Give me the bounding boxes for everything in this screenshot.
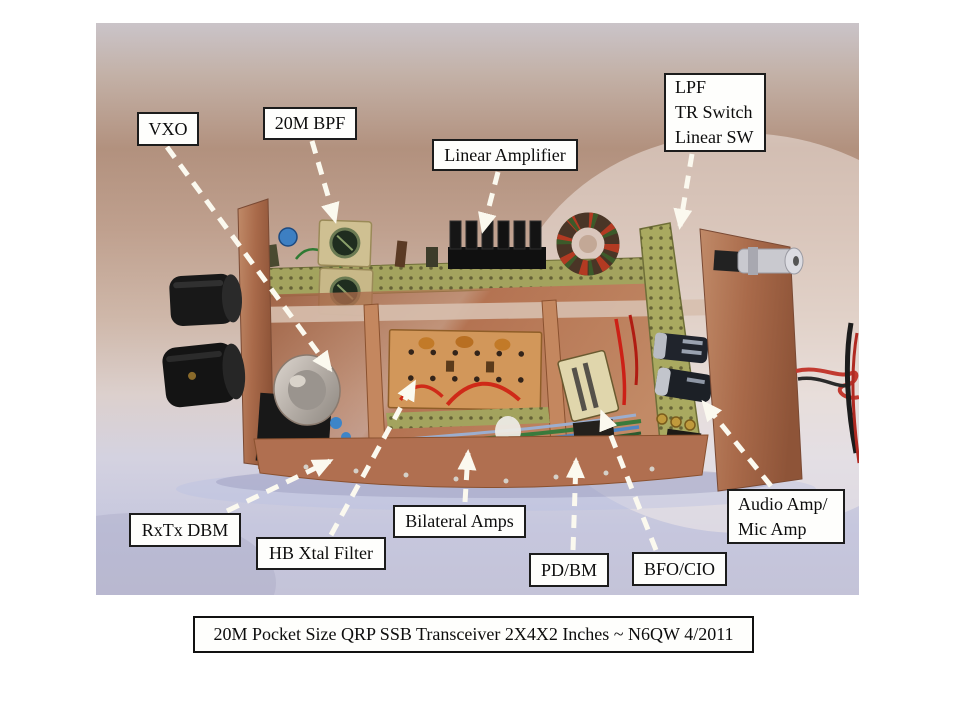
- arrow-20m-bpf: [309, 140, 340, 224]
- label-line-lpf: LPF: [675, 77, 707, 97]
- label-line-linear-sw: Linear SW: [675, 127, 754, 147]
- label-line-audio-amp: Audio Amp/: [738, 493, 828, 514]
- arrow-pd-bm: [565, 457, 585, 551]
- label-bfo-cio: BFO/CIO: [632, 552, 727, 586]
- arrow-bilateral-amps: [457, 449, 477, 503]
- arrow-lpf-tr-switch: [673, 153, 695, 230]
- arrow-rxtx-dbm: [225, 458, 334, 514]
- arrow-audio-amp: [701, 399, 773, 488]
- toroid-inductor: [556, 212, 620, 276]
- label-rxtx-dbm: RxTx DBM: [129, 513, 241, 547]
- label-hb-xtal-filter: HB Xtal Filter: [256, 537, 386, 570]
- label-bilateral-amps: Bilateral Amps: [393, 505, 526, 538]
- heatsink: [448, 220, 546, 269]
- photo-caption: 20M Pocket Size QRP SSB Transceiver 2X4X…: [193, 616, 754, 653]
- solder-blobs: [303, 464, 655, 484]
- label-line-tr-switch: TR Switch: [675, 102, 753, 122]
- tuning-knob: [169, 273, 243, 326]
- label-lpf-tr-switch-linear-sw: LPF TR Switch Linear SW: [664, 73, 766, 152]
- arrow-vxo: [164, 145, 333, 373]
- volume-knob: [162, 342, 246, 408]
- label-pd-bm: PD/BM: [529, 553, 609, 587]
- arrow-bfo-cio: [599, 409, 659, 551]
- front-wall: [253, 434, 709, 488]
- transceiver-chassis: [162, 198, 859, 492]
- label-20m-bpf: 20M BPF: [263, 107, 357, 140]
- label-line-mic-amp: Mic Amp: [738, 518, 807, 539]
- arrow-hb-xtal-filter: [328, 379, 417, 537]
- label-vxo: VXO: [137, 112, 199, 146]
- label-linear-amplifier: Linear Amplifier: [432, 139, 578, 171]
- transceiver-photo: VXO 20M BPF Linear Amplifier LPF TR Swit…: [96, 23, 859, 595]
- arrow-linear-amplifier: [478, 171, 501, 234]
- label-audio-amp-mic-amp: Audio Amp/ Mic Amp: [727, 489, 845, 544]
- annotation-arrows: [164, 140, 773, 551]
- power-wires: [795, 322, 859, 464]
- xtal-filter-board: [387, 328, 543, 412]
- rca-jack: [713, 247, 804, 275]
